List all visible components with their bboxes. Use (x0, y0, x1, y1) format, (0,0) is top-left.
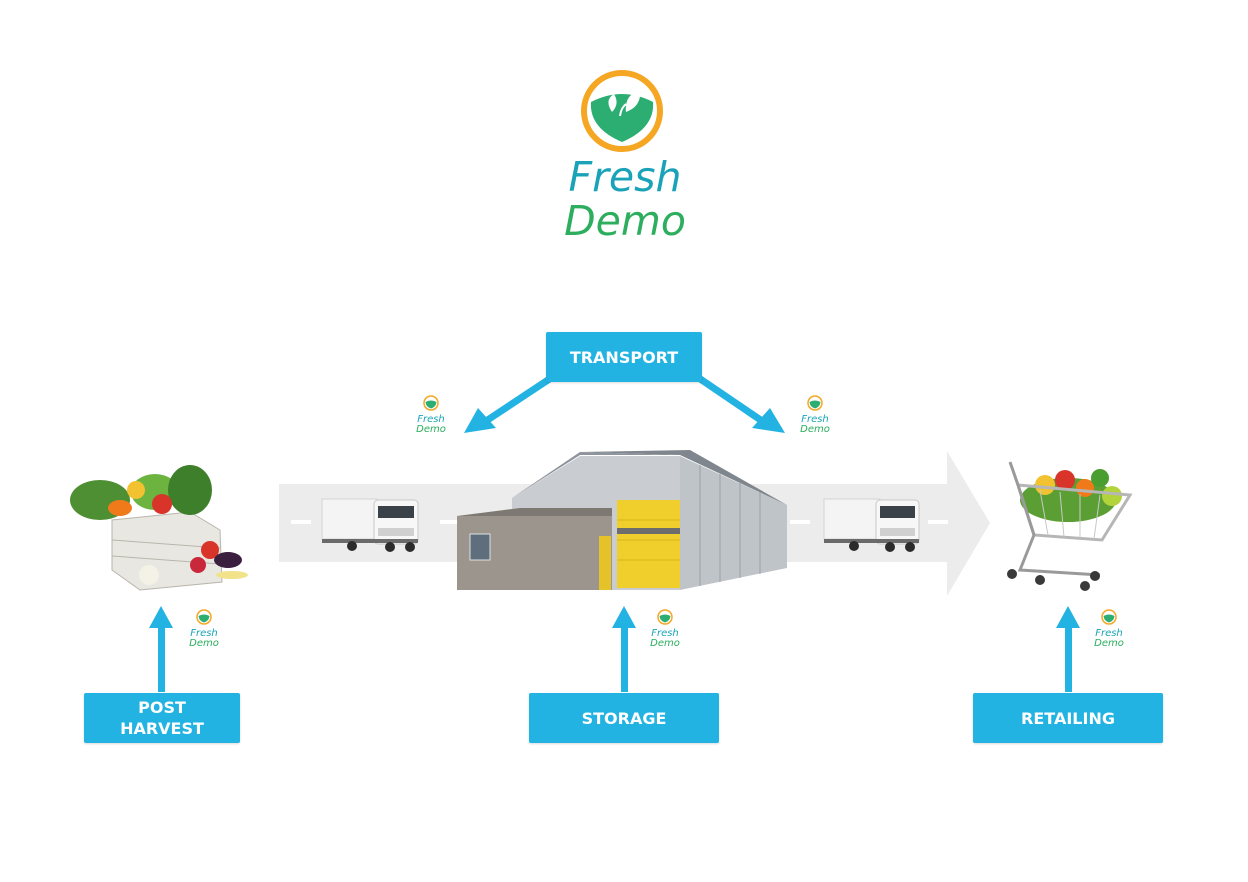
mini-logo-post-harvest: Fresh Demo (184, 609, 224, 649)
mini-logo-line-2: Demo (416, 424, 446, 435)
mini-logo-retailing: Fresh Demo (1089, 609, 1129, 649)
fresh-demo-logo-icon (423, 395, 439, 411)
fresh-demo-logo-icon (807, 395, 823, 411)
mini-logo-line-1: Fresh (651, 628, 679, 639)
warehouse-icon (457, 450, 787, 590)
fresh-demo-logo-icon (196, 609, 212, 625)
fresh-demo-logo-icon (1101, 609, 1117, 625)
mini-logo-line-1: Fresh (801, 414, 829, 425)
arrow-retailing (1056, 606, 1080, 692)
retailing-box: RETAILING (973, 693, 1163, 743)
arrow-transport-right (688, 369, 785, 433)
mini-logo-line-2: Demo (1094, 638, 1124, 649)
shopping-cart-icon (1007, 461, 1133, 591)
transport-box: TRANSPORT (546, 332, 702, 382)
arrow-storage (612, 606, 636, 692)
mini-logo-transport-right: Fresh Demo (795, 395, 835, 435)
truck-icon (823, 498, 920, 552)
mini-logo-line-1: Fresh (190, 628, 218, 639)
mini-logo-line-2: Demo (189, 638, 219, 649)
mini-logo-line-2: Demo (650, 638, 680, 649)
brand-line-1: Fresh (568, 153, 682, 201)
mini-logo-storage: Fresh Demo (645, 609, 685, 649)
retailing-label: RETAILING (1021, 708, 1115, 728)
transport-label: TRANSPORT (569, 347, 679, 367)
fresh-demo-logo-icon (581, 70, 663, 152)
storage-box: STORAGE (529, 693, 719, 743)
post-harvest-box: POST HARVEST (84, 693, 240, 743)
post-harvest-label: POST HARVEST (120, 698, 204, 738)
brand-wordmark: Fresh Demo (540, 155, 710, 243)
mini-logo-transport-left: Fresh Demo (411, 395, 451, 435)
truck-icon (321, 498, 419, 552)
vegetable-crate-icon (70, 465, 248, 591)
arrow-post-harvest (149, 606, 173, 692)
storage-label: STORAGE (581, 708, 667, 728)
mini-logo-line-1: Fresh (1095, 628, 1123, 639)
mini-logo-line-2: Demo (800, 424, 830, 435)
mini-logo-line-1: Fresh (417, 414, 445, 425)
fresh-demo-logo-icon (657, 609, 673, 625)
brand-line-2: Demo (564, 197, 686, 245)
